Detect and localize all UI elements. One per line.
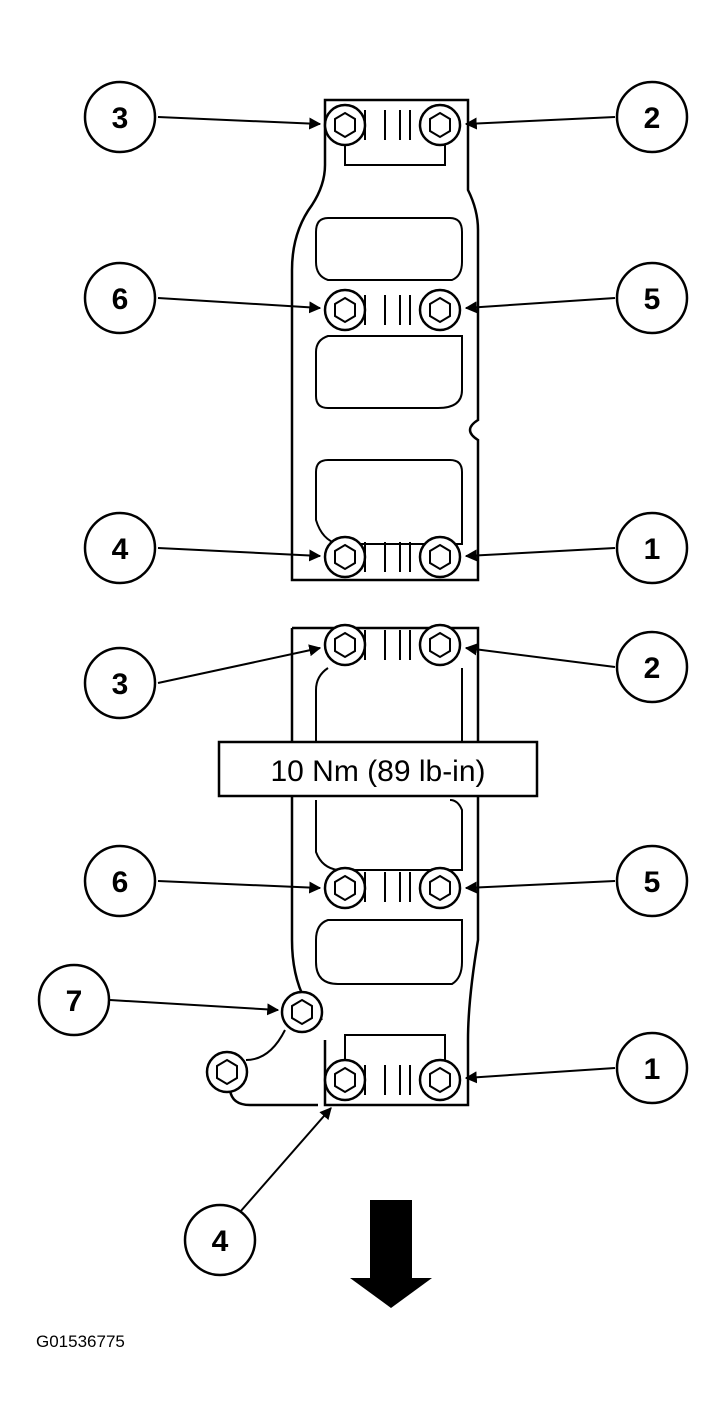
bolt-icon [418, 288, 462, 332]
callout-4-upper: 4 [83, 511, 157, 585]
torque-spec-text: 10 Nm (89 lb-in) [270, 755, 485, 788]
torque-spec-box: 10 Nm (89 lb-in) [217, 740, 539, 798]
bolt-icon [323, 288, 367, 332]
svg-text:6: 6 [112, 283, 129, 316]
bolt-icon [323, 1058, 367, 1102]
bolt-icon [280, 990, 324, 1034]
lower-leader-lines [109, 643, 616, 1213]
callout-1-lower: 1 [615, 1031, 689, 1105]
bolt-icon [323, 866, 367, 910]
svg-text:4: 4 [212, 1225, 229, 1258]
svg-text:2: 2 [644, 652, 661, 685]
figure-id: G01536775 [36, 1332, 125, 1351]
down-arrow-icon [350, 1200, 432, 1308]
bolt-icon [323, 535, 367, 579]
callout-3-upper: 3 [83, 80, 157, 154]
svg-text:1: 1 [644, 1053, 661, 1086]
bolt-icon [323, 103, 367, 147]
callout-6-upper: 6 [83, 261, 157, 335]
callout-2-lower: 2 [615, 630, 689, 704]
lower-bolt-heads [205, 623, 462, 1102]
callout-3-lower: 3 [83, 646, 157, 720]
svg-text:1: 1 [644, 533, 661, 566]
stud-icon [205, 1050, 249, 1094]
lower-bearing-cap-outline [228, 626, 480, 1107]
bolt-icon [418, 866, 462, 910]
callout-6-lower: 6 [83, 844, 157, 918]
svg-text:5: 5 [644, 283, 661, 316]
upper-bolt-heads [323, 103, 462, 579]
bolt-icon [418, 535, 462, 579]
bolt-icon [418, 623, 462, 667]
svg-text:6: 6 [112, 866, 129, 899]
callout-4-lower: 4 [183, 1203, 257, 1277]
callout-5-lower: 5 [615, 844, 689, 918]
svg-text:7: 7 [66, 985, 83, 1018]
svg-text:3: 3 [112, 102, 129, 135]
upper-bearing-cap-outline [290, 98, 480, 582]
callout-5-upper: 5 [615, 261, 689, 335]
bolt-icon [418, 103, 462, 147]
bolt-icon [323, 623, 367, 667]
callout-1-upper: 1 [615, 511, 689, 585]
bolt-icon [418, 1058, 462, 1102]
upper-leader-lines [157, 116, 616, 562]
svg-text:5: 5 [644, 866, 661, 899]
callout-2-upper: 2 [615, 80, 689, 154]
svg-text:4: 4 [112, 533, 129, 566]
svg-text:3: 3 [112, 668, 129, 701]
svg-text:2: 2 [644, 102, 661, 135]
callout-7-lower: 7 [37, 963, 111, 1037]
